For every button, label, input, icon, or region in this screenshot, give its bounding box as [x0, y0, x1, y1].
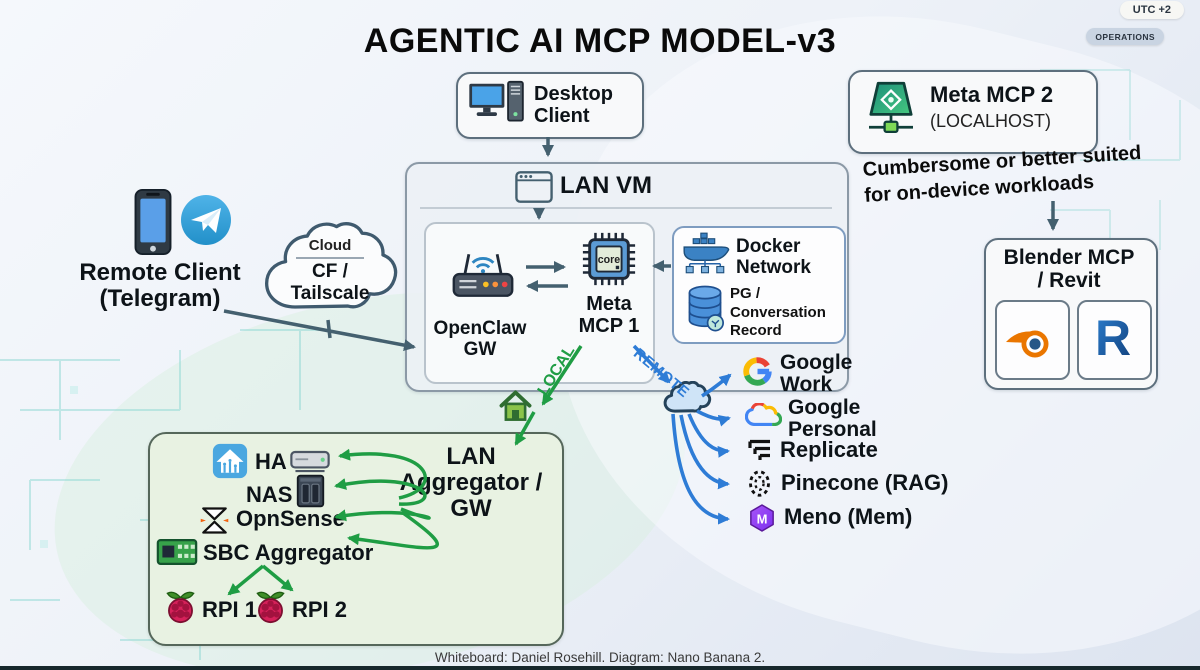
meno-icon: M [750, 504, 774, 532]
blender-revit-label: Blender MCP / Revit [1003, 246, 1135, 292]
meta-mcp2-network-icon [869, 81, 913, 133]
router-icon [452, 253, 514, 297]
revit-letter: R [1095, 310, 1131, 366]
window-icon [515, 171, 553, 203]
internet-cloud-icon [663, 381, 712, 413]
service-meno-label: Meno (Mem) [784, 504, 913, 529]
pg-conversation-label: PG / Conversation Record [730, 285, 826, 339]
sbc-aggregator-label: SBC Aggregator [203, 540, 374, 565]
smartphone-icon [134, 188, 172, 256]
replicate-icon [748, 439, 770, 460]
meta-mcp2-label: Meta MCP 2 (LOCALHOST) [930, 82, 1054, 131]
meta-mcp1-label: Meta MCP 1 [578, 293, 640, 337]
revit-icon: R [1095, 310, 1131, 366]
desktop-computer-icon [469, 80, 524, 122]
openclaw-gw-label: OpenClaw GW [433, 318, 527, 360]
blender-icon [1006, 330, 1049, 358]
google-g-icon [743, 357, 772, 386]
opnsense-label: OpnSense [236, 506, 345, 531]
house-icon [499, 390, 532, 421]
utc-offset-badge: UTC +2 [1119, 1, 1184, 19]
database-icon [688, 285, 724, 332]
operations-badge: OPERATIONS [1086, 28, 1164, 45]
diagram-caption: Whiteboard: Daniel Rosehill. Diagram: Na… [434, 650, 766, 665]
meno-letter: M [757, 512, 768, 527]
docker-network-label: Docker Network [736, 236, 811, 278]
rpi2-label: RPI 2 [292, 597, 348, 622]
page-title: AGENTIC AI MCP MODEL-v3 [363, 22, 837, 60]
pinecone-icon [749, 470, 770, 497]
rpi1-label: RPI 1 [202, 597, 258, 622]
chip-core-label: core [598, 254, 621, 266]
service-pinecone-label: Pinecone (RAG) [781, 470, 949, 495]
hard-drive-icon [290, 450, 330, 473]
cf-tailscale-cloud-shape [265, 222, 398, 309]
service-google-work-label: Google Work [780, 351, 853, 396]
nas-icon [296, 474, 325, 508]
nas-label: NAS [246, 482, 293, 507]
lan-vm-label: LAN VM [560, 172, 652, 199]
revit-tile [1077, 300, 1152, 380]
home-assistant-icon [212, 443, 248, 479]
docker-icon [683, 232, 730, 274]
raspberry-pi-2-icon [256, 591, 285, 624]
bottom-edge-bar [0, 666, 1200, 670]
service-google-personal-label: Google Personal [788, 396, 877, 441]
remote-client-label: Remote Client (Telegram) [79, 259, 241, 312]
opnsense-icon [200, 507, 229, 534]
telegram-icon [181, 195, 231, 245]
cloud-divider [296, 257, 364, 259]
sbc-board-icon [156, 539, 198, 565]
service-replicate-label: Replicate [780, 437, 878, 462]
cpu-chip-icon: core [582, 232, 636, 286]
google-cloud-icon [745, 403, 782, 426]
raspberry-pi-1-icon [166, 591, 195, 624]
cf-tailscale-cloud-text: Cloud CF / Tailscale [290, 237, 370, 304]
desktop-client-label: Desktop Client [534, 83, 613, 127]
lan-vm-divider [420, 207, 832, 209]
ha-label: HA [255, 449, 287, 474]
lan-aggregator-title: LAN Aggregator / GW [399, 443, 543, 522]
